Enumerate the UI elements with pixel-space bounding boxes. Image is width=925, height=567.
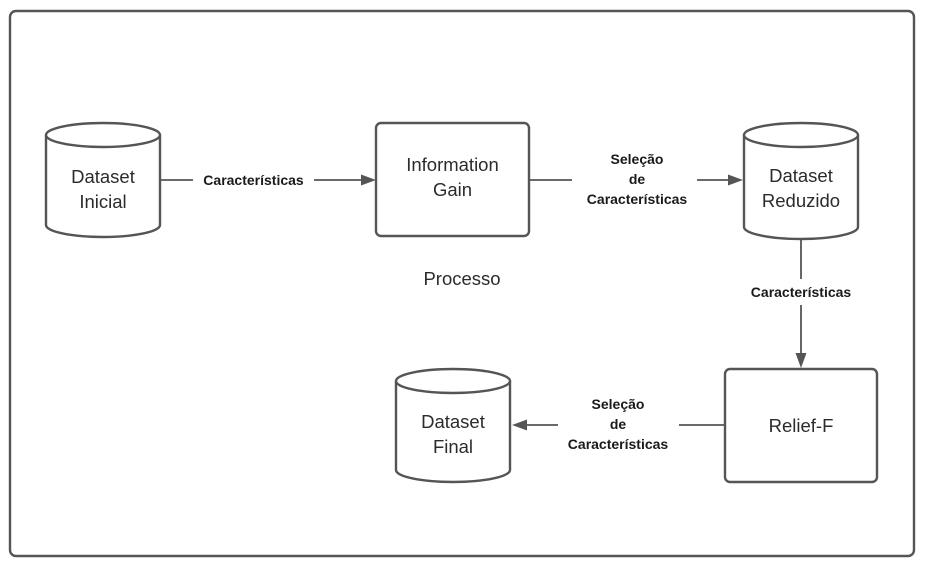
edge-reduzido-to-relief: Características xyxy=(751,240,852,368)
edge-label: Características xyxy=(751,284,852,300)
process-box xyxy=(723,367,879,484)
cylinder-top xyxy=(394,367,512,395)
node-label-line-1: Dataset xyxy=(71,166,135,187)
process-frame xyxy=(8,9,916,558)
node-label-line-2: Reduzido xyxy=(762,190,840,211)
edge-inicial-to-gain: Características xyxy=(161,172,376,188)
arrowhead xyxy=(728,174,743,186)
node-label-line-1: Dataset xyxy=(769,165,833,186)
node-dataset-inicial: Dataset Inicial xyxy=(44,121,162,239)
edge-label: Características xyxy=(203,172,304,188)
edge-gain-to-reduzido: Seleção de Características xyxy=(529,151,743,207)
edge-label-line-1: Seleção xyxy=(611,151,664,167)
cylinder-body xyxy=(394,381,512,484)
node-label-line-1: Dataset xyxy=(421,411,485,432)
process-caption: Processo xyxy=(423,268,500,289)
node-label-line-2: Final xyxy=(433,436,473,457)
node-information-gain: Information Gain xyxy=(374,121,531,238)
cylinder-top xyxy=(742,121,860,149)
cylinder-body xyxy=(44,135,162,239)
cylinder-top xyxy=(44,121,162,149)
edge-label-line-1: Seleção xyxy=(592,396,645,412)
arrowhead xyxy=(795,353,807,368)
edge-relief-to-final: Seleção de Características xyxy=(512,396,725,452)
process-box xyxy=(374,121,531,238)
node-label: Relief-F xyxy=(769,415,834,436)
edge-label-line-3: Características xyxy=(587,191,688,207)
arrowhead xyxy=(512,419,527,431)
node-label-line-2: Inicial xyxy=(79,191,126,212)
node-label-line-1: Information xyxy=(406,154,499,175)
node-dataset-reduzido: Dataset Reduzido xyxy=(742,121,860,241)
arrowhead xyxy=(361,174,376,186)
edge-label-line-3: Características xyxy=(568,436,669,452)
edge-label-line-2: de xyxy=(629,171,646,187)
node-label-line-2: Gain xyxy=(433,179,472,200)
cylinder-body xyxy=(742,135,860,241)
node-dataset-final: Dataset Final xyxy=(394,367,512,484)
edge-label-line-2: de xyxy=(610,416,627,432)
node-relief-f: Relief-F xyxy=(723,367,879,484)
